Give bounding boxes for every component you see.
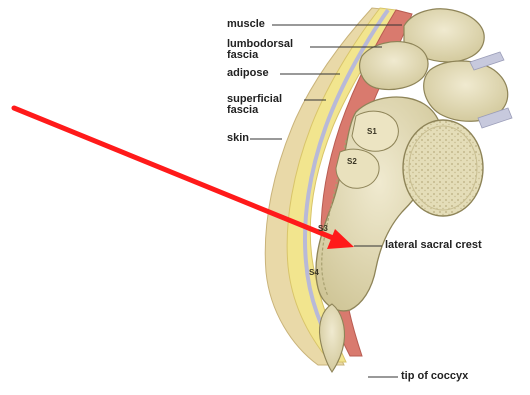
label-superficial-fascia-line2: fascia [227, 105, 258, 116]
label-muscle: muscle [227, 19, 265, 30]
label-tip-of-coccyx: tip of coccyx [401, 371, 468, 382]
sacral-segment-2 [336, 149, 379, 188]
sacral-vertebral-body [403, 120, 483, 216]
lumbar-spinous-process [360, 42, 428, 90]
level-s1: S1 [367, 127, 377, 136]
label-lateral-sacral-crest: lateral sacral crest [385, 240, 482, 251]
level-s2: S2 [347, 157, 357, 166]
level-s4: S4 [309, 268, 319, 277]
label-skin: skin [227, 133, 249, 144]
label-lumbodorsal-fascia-line2: fascia [227, 50, 258, 61]
label-adipose: adipose [227, 68, 269, 79]
level-s3: S3 [318, 224, 328, 233]
